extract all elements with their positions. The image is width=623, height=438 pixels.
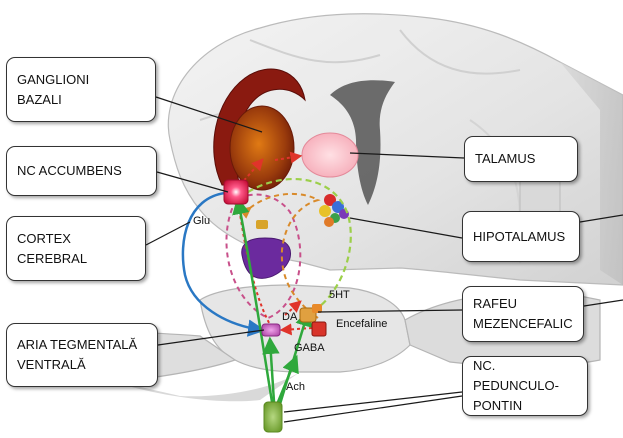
- callout-hipotalamus-label: HIPOTALAMUS: [473, 227, 565, 247]
- callout-ganglioni-bazali-label: GANGLIONI BAZALI: [17, 70, 89, 110]
- label-encefaline: Encefaline: [336, 318, 387, 330]
- callout-cortex-cerebral-label: CORTEX CEREBRAL: [17, 229, 87, 269]
- callout-nc-accumbens-label: NC ACCUMBENS: [17, 161, 122, 181]
- talamus-structure: [302, 133, 358, 177]
- label-da: DA: [282, 311, 297, 323]
- small-nucleus: [256, 220, 268, 229]
- callout-aria-tegmentala-label: ARIA TEGMENTALĂ VENTRALĂ: [17, 335, 137, 375]
- callout-talamus-label: TALAMUS: [475, 149, 535, 169]
- callout-talamus: TALAMUS: [464, 136, 578, 182]
- nc-pedunculo-structure: [264, 402, 282, 432]
- callout-nc-accumbens: NC ACCUMBENS: [6, 146, 157, 196]
- vta-structure: [262, 324, 280, 336]
- label-ach: Ach: [286, 381, 305, 393]
- label-gaba: GABA: [294, 342, 325, 354]
- callout-nc-pedunculo: NC. PEDUNCULO- PONTIN: [462, 356, 588, 416]
- encefaline-nucleus: [312, 322, 326, 336]
- callout-nc-pedunculo-label: NC. PEDUNCULO- PONTIN: [473, 356, 577, 416]
- label-glu: Glu: [193, 215, 210, 227]
- callout-rafeu-label: RAFEU MEZENCEFALIC: [473, 294, 573, 334]
- callout-cortex-cerebral: CORTEX CEREBRAL: [6, 216, 146, 281]
- callout-ganglioni-bazali: GANGLIONI BAZALI: [6, 57, 156, 122]
- callout-rafeu: RAFEU MEZENCEFALIC: [462, 286, 584, 342]
- callout-aria-tegmentala: ARIA TEGMENTALĂ VENTRALĂ: [6, 323, 158, 387]
- label-5ht: 5HT: [329, 289, 350, 301]
- callout-hipotalamus: HIPOTALAMUS: [462, 211, 580, 262]
